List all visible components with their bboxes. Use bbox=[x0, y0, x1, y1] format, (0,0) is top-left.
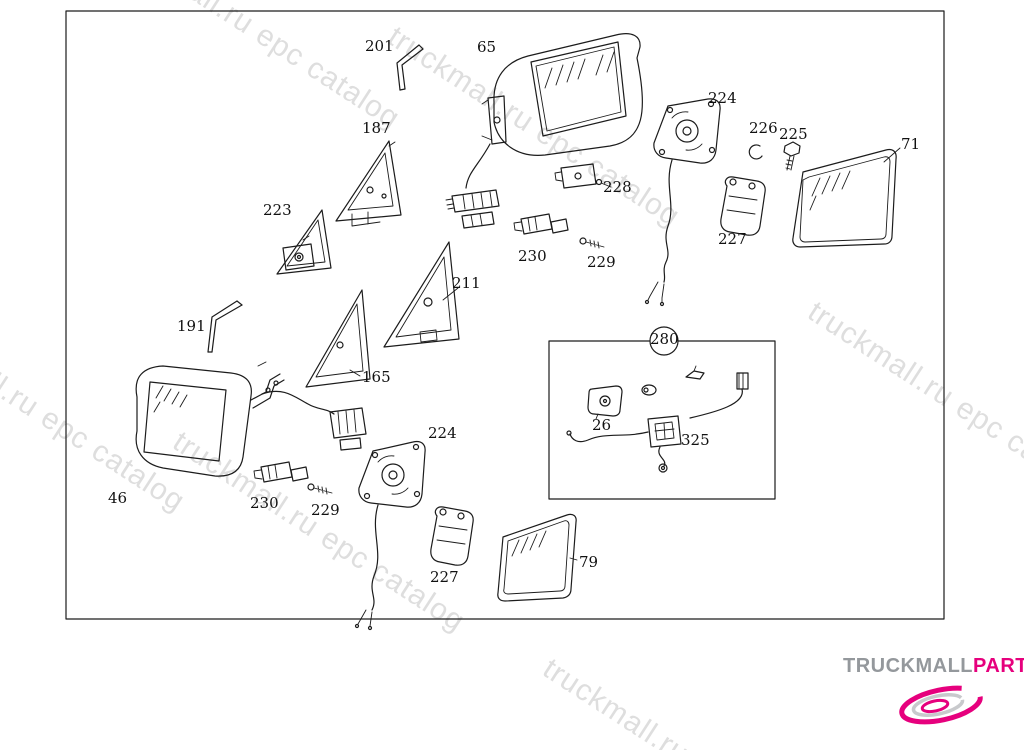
part-228-bracket-drawing bbox=[554, 163, 612, 189]
part-callout-211: 211 bbox=[452, 274, 481, 292]
part-65-mirror-assembly-drawing bbox=[445, 33, 643, 229]
part-224-bottom-bracket-drawing bbox=[354, 440, 426, 631]
part-callout-230-top: 230 bbox=[518, 247, 547, 265]
diagram-frame bbox=[65, 10, 945, 620]
part-325-switch-drawing bbox=[566, 415, 682, 473]
part-224-top-bracket-drawing bbox=[644, 98, 721, 307]
part-callout-187: 187 bbox=[362, 119, 391, 137]
part-callout-225: 225 bbox=[779, 125, 808, 143]
part-227-top-plate-drawing bbox=[720, 176, 766, 236]
part-callout-71: 71 bbox=[901, 135, 921, 153]
part-callout-201: 201 bbox=[365, 37, 394, 55]
part-callout-229-bottom: 229 bbox=[311, 501, 340, 519]
logo-swirl-icon bbox=[899, 685, 983, 725]
part-229-bottom-screw-drawing bbox=[307, 483, 333, 495]
part-227-bottom-plate-drawing bbox=[430, 506, 474, 566]
part-26-switch-drawing bbox=[587, 385, 623, 420]
logo-text-gray: TRUCKMALL bbox=[843, 655, 974, 677]
part-callout-280: 280 bbox=[650, 330, 679, 348]
part-callout-65: 65 bbox=[477, 38, 497, 56]
part-201-key-drawing bbox=[396, 44, 424, 91]
part-211-mirror-triangle-drawing bbox=[383, 241, 460, 348]
part-191-trim-strip-drawing bbox=[207, 300, 243, 353]
part-226-clip-drawing bbox=[748, 144, 763, 160]
part-223-mirror-triangle-drawing bbox=[276, 209, 332, 275]
part-callout-226: 226 bbox=[749, 119, 778, 137]
part-callout-325: 325 bbox=[681, 431, 710, 449]
part-callout-229-top: 229 bbox=[587, 253, 616, 271]
group-280-small-parts-drawing bbox=[641, 365, 749, 419]
part-79-mirror-glass-drawing bbox=[497, 513, 578, 602]
part-callout-191: 191 bbox=[177, 317, 206, 335]
part-callout-228: 228 bbox=[603, 178, 632, 196]
part-callout-224-top: 224 bbox=[708, 89, 737, 107]
part-callout-224-bottom: 224 bbox=[428, 424, 457, 442]
part-callout-79: 79 bbox=[579, 553, 599, 571]
part-229-top-screw-drawing bbox=[579, 237, 605, 249]
part-165-mirror-triangle-drawing bbox=[261, 289, 371, 451]
part-46-mirror-housing-drawing bbox=[135, 361, 285, 477]
part-callout-230-bottom: 230 bbox=[250, 494, 279, 512]
part-230-top-connector-drawing bbox=[513, 213, 569, 235]
part-230-bottom-connector-drawing bbox=[253, 461, 309, 483]
part-callout-227-top: 227 bbox=[718, 230, 747, 248]
part-callout-223: 223 bbox=[263, 201, 292, 219]
part-callout-46: 46 bbox=[108, 489, 128, 507]
part-187-mirror-triangle-drawing bbox=[335, 140, 402, 227]
group-280-box bbox=[548, 326, 776, 500]
part-71-mirror-glass-drawing bbox=[792, 147, 901, 248]
part-callout-26: 26 bbox=[592, 416, 612, 434]
part-callout-227-bottom: 227 bbox=[430, 568, 459, 586]
part-callout-165: 165 bbox=[362, 368, 391, 386]
truckmall-logo: TRUCKMALLPARTS bbox=[843, 655, 1024, 745]
logo-text-pink: PARTS bbox=[973, 655, 1024, 677]
part-225-screw-drawing bbox=[783, 141, 801, 171]
